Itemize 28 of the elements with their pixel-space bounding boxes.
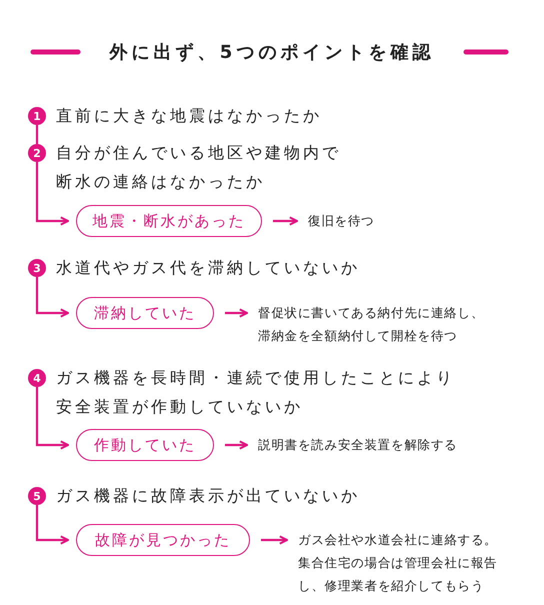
- action-text: 復旧を待つ: [308, 209, 428, 232]
- action-text: 督促状に書いてある納付先に連絡し、滞納金を全額納付して開栓を待つ: [258, 301, 490, 347]
- number-badge: 5: [28, 487, 46, 505]
- condition-pill: 故障が見つかった: [76, 524, 250, 556]
- title: 外に出ず、5つのポイントを確認: [110, 41, 434, 64]
- condition-pill: 作動していた: [76, 429, 214, 461]
- number-badge: 3: [28, 259, 46, 277]
- action-text: ガス会社や水道会社に連絡する。集合住宅の場合は管理会社に報告し、修理業者を紹介してもらう: [298, 528, 508, 597]
- arrow: [36, 162, 69, 226]
- condition-pill: 滞納していた: [76, 297, 214, 329]
- question-text: ガス機器を長時間・連続で使用したことにより安全装置が作動していないか: [56, 367, 456, 418]
- arrow: [261, 535, 288, 545]
- arrow: [273, 216, 298, 226]
- number-badge: 4: [28, 369, 46, 387]
- arrow: [225, 308, 248, 318]
- question-text: 直前に大きな地震はなかったか: [56, 105, 323, 127]
- action-text: 説明書を読み安全装置を解除する: [258, 433, 528, 456]
- arrow: [225, 440, 248, 450]
- question-text: ガス機器に故障表示が出ていないか: [56, 485, 361, 507]
- question-text: 自分が住んでいる地区や建物内で断水の連絡はなかったか: [56, 142, 342, 193]
- number-badge: 1: [28, 107, 46, 125]
- arrow: [36, 387, 69, 450]
- connector-line: [36, 125, 38, 144]
- condition-pill: 地震・断水があった: [76, 205, 262, 237]
- arrow: [36, 277, 69, 318]
- arrow: [36, 505, 69, 545]
- number-badge: 2: [28, 144, 46, 162]
- question-text: 水道代やガス代を滞納していないか: [56, 257, 361, 279]
